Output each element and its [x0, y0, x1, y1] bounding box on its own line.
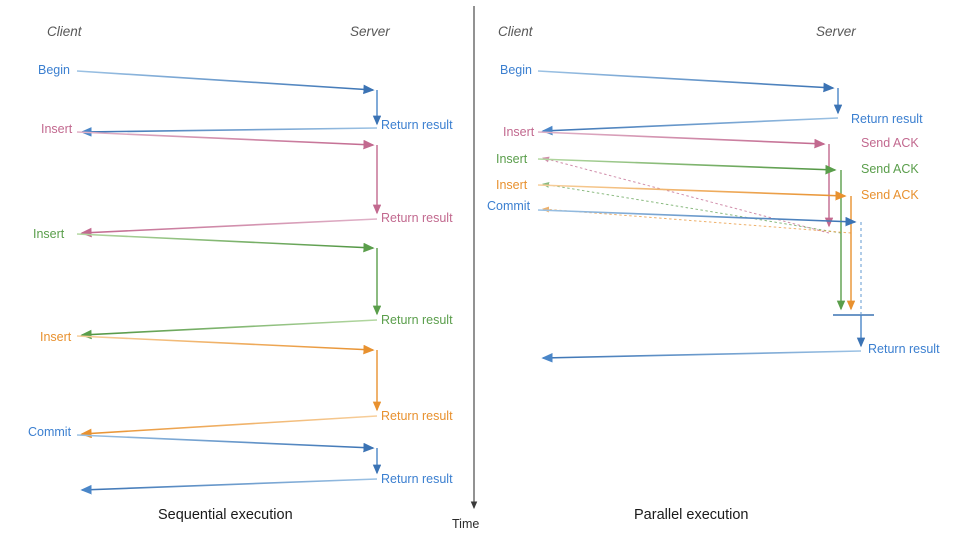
sequential-client-lane-title: Client: [47, 24, 82, 39]
parallel-panel-flows: [537, 70, 874, 363]
par-flow-commit-blue: [537, 209, 874, 363]
seq-client-label-insert-2: Insert: [33, 227, 65, 241]
seq-server-label-return-2: Return result: [381, 211, 453, 225]
par-client-label-insert-3: Insert: [496, 178, 528, 192]
par-client-label-commit: Commit: [487, 199, 531, 213]
seq-client-label-begin: Begin: [38, 63, 70, 77]
seq-client-label-insert-3: Insert: [40, 330, 72, 344]
sequential-panel-flows: [76, 70, 382, 495]
seq-client-label-commit: Commit: [28, 425, 72, 439]
flow-begin-blue: [76, 70, 382, 137]
flow-commit-blue: [76, 434, 382, 495]
par-server-label-return-2: Return result: [868, 342, 940, 356]
par-client-label-insert-2: Insert: [496, 152, 528, 166]
par-flow-insert2-green: [537, 158, 846, 311]
parallel-client-lane-title: Client: [498, 24, 533, 39]
parallel-caption: Parallel execution: [634, 507, 749, 523]
seq-server-label-return-4: Return result: [381, 409, 453, 423]
par-client-label-begin: Begin: [500, 63, 532, 77]
seq-server-label-return-3: Return result: [381, 313, 453, 327]
seq-server-label-return-5: Return result: [381, 472, 453, 486]
par-server-label-return-1: Return result: [851, 112, 923, 126]
parallel-server-lane-title: Server: [816, 24, 856, 39]
par-flow-begin-blue: [537, 70, 843, 136]
seq-client-label-insert-1: Insert: [41, 122, 73, 136]
flow-insert2-green: [76, 233, 382, 340]
par-server-label-ack-1: Send ACK: [861, 136, 919, 150]
par-server-label-ack-3: Send ACK: [861, 188, 919, 202]
sequential-caption: Sequential execution: [158, 507, 293, 523]
sequential-server-lane-title: Server: [350, 24, 390, 39]
par-server-label-ack-2: Send ACK: [861, 162, 919, 176]
flow-insert1-pink: [76, 131, 382, 238]
seq-server-label-return-1: Return result: [381, 118, 453, 132]
par-flow-insert1-pink: [537, 131, 834, 234]
par-client-label-insert-1: Insert: [503, 125, 535, 139]
time-axis-label: Time: [452, 517, 480, 531]
par-flow-insert3-orange: [537, 184, 856, 311]
flow-insert3-orange: [76, 335, 382, 439]
